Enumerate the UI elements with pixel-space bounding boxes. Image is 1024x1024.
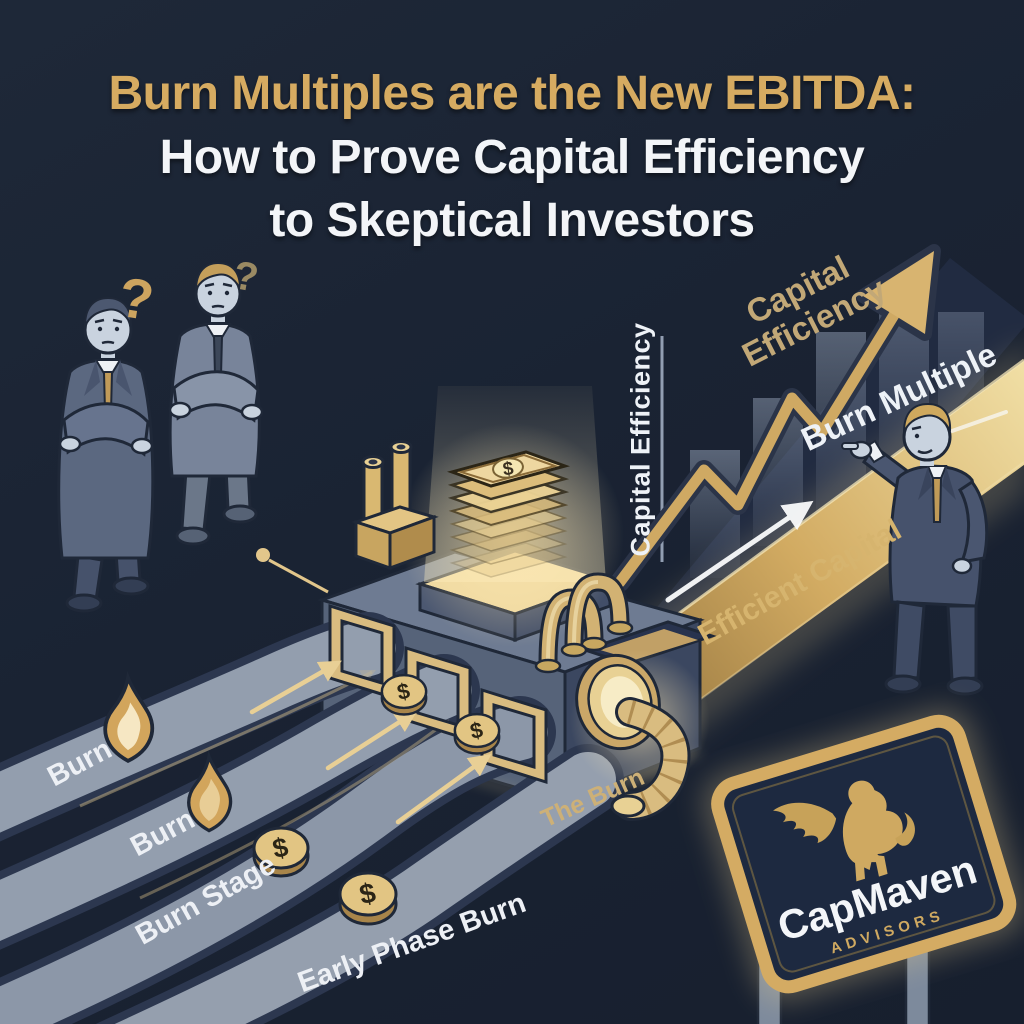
dollar-coin-icon: $ bbox=[252, 826, 310, 878]
title-line-3: to Skeptical Investors bbox=[269, 194, 755, 247]
flame-icon bbox=[187, 750, 233, 833]
question-mark-icon: ? bbox=[230, 253, 262, 301]
svg-text:$: $ bbox=[270, 832, 291, 864]
svg-text:$: $ bbox=[395, 678, 412, 705]
flame-icon bbox=[103, 670, 154, 764]
ribbed-hose bbox=[610, 697, 691, 821]
dollar-coin-icon: $ bbox=[453, 712, 501, 755]
growth-arrow-icon bbox=[610, 244, 941, 592]
title-line-2: How to Prove Capital Efficiency bbox=[159, 131, 865, 184]
belt-flow-arrows bbox=[249, 660, 492, 825]
svg-text:$: $ bbox=[357, 877, 379, 911]
skeptical-investor-1: ? bbox=[57, 265, 158, 613]
dollar-coin-icon: $ bbox=[380, 673, 428, 716]
callout-line bbox=[256, 548, 329, 594]
question-mark-icon: ? bbox=[114, 265, 158, 333]
money-stack-icon: $ bbox=[446, 450, 571, 578]
title-line-1: Burn Multiples are the New EBITDA: bbox=[108, 67, 916, 120]
u-pipes bbox=[534, 572, 634, 674]
dollar-glyph: $ bbox=[502, 458, 516, 480]
white-arrow-icon bbox=[665, 410, 1008, 603]
dollar-coin-icon: $ bbox=[338, 871, 398, 926]
svg-text:$: $ bbox=[468, 717, 485, 744]
winged-lion-logo-icon bbox=[773, 780, 915, 882]
chimney-pipes bbox=[351, 440, 439, 571]
billboard-sign: CapMaven ADVISORS bbox=[702, 707, 1024, 1003]
output-port bbox=[570, 650, 710, 821]
skeptical-investor-2: ? bbox=[168, 253, 264, 546]
advisor-figure bbox=[841, 402, 989, 696]
